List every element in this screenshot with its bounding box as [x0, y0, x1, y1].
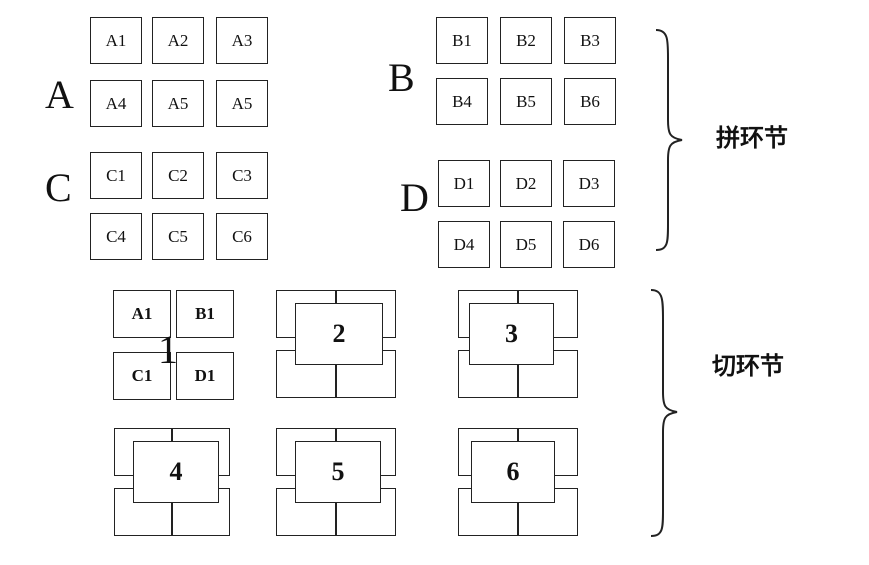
cell-b6: B6	[564, 78, 616, 125]
unit1-cell-c1: C1	[113, 352, 171, 400]
unit1-cell-a1: A1	[113, 290, 171, 338]
unit5-center: 5	[295, 441, 381, 503]
group-letter-d: D	[400, 175, 429, 220]
cell-c1: C1	[90, 152, 142, 199]
cell-b1: B1	[436, 17, 488, 64]
group-letter-b: B	[388, 55, 415, 100]
cell-b2: B2	[500, 17, 552, 64]
cell-a5: A5	[152, 80, 204, 127]
unit6-center: 6	[471, 441, 555, 503]
group-letter-c: C	[45, 165, 72, 210]
cut-brace	[650, 289, 678, 537]
cell-d1: D1	[438, 160, 490, 207]
cell-d2: D2	[500, 160, 552, 207]
unit3-center: 3	[469, 303, 554, 365]
splice-label: 拼环节	[716, 124, 788, 152]
splice-brace	[655, 29, 683, 251]
cell-a4: A4	[90, 80, 142, 127]
cell-c2: C2	[152, 152, 204, 199]
cell-c5: C5	[152, 213, 204, 260]
cell-d5: D5	[500, 221, 552, 268]
cell-d6: D6	[563, 221, 615, 268]
cell-a2: A2	[152, 17, 204, 64]
cut-label: 切环节	[712, 352, 784, 380]
cell-d3: D3	[563, 160, 615, 207]
cell-b5: B5	[500, 78, 552, 125]
cell-a3: A3	[216, 17, 268, 64]
unit1-cell-b1: B1	[176, 290, 234, 338]
unit1-number: 1	[158, 327, 178, 372]
unit2-center: 2	[295, 303, 383, 365]
cell-b3: B3	[564, 17, 616, 64]
cell-c4: C4	[90, 213, 142, 260]
unit4-center: 4	[133, 441, 219, 503]
unit1-cell-d1: D1	[176, 352, 234, 400]
cell-b4: B4	[436, 78, 488, 125]
cell-c3: C3	[216, 152, 268, 199]
cell-c6: C6	[216, 213, 268, 260]
group-letter-a: A	[45, 72, 74, 117]
cell-d4: D4	[438, 221, 490, 268]
cell-a6: A5	[216, 80, 268, 127]
cell-a1: A1	[90, 17, 142, 64]
